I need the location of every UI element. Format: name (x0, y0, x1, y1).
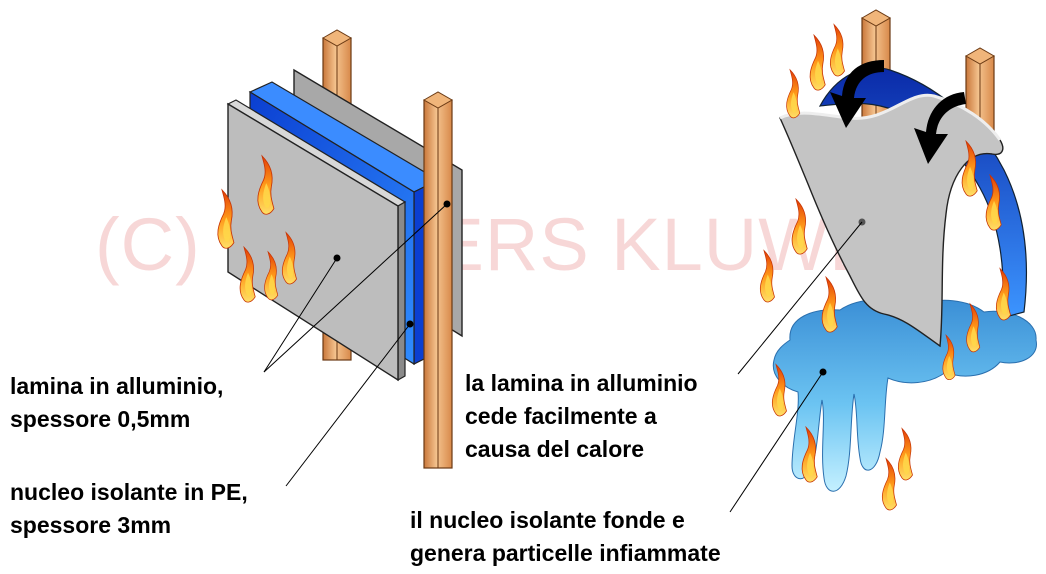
label-pe-core: nucleo isolante in PE, spessore 3mm (10, 476, 248, 542)
label-sheet-yields-line3: causa del calore (465, 436, 644, 462)
label-aluminium-sheet: lamina in alluminio, spessore 0,5mm (10, 370, 223, 436)
failed-panel-assembly (729, 9, 1037, 513)
arrow-icon (830, 60, 966, 164)
label-sheet-yields-line2: cede facilmente a (465, 403, 657, 429)
label-core-melts: il nucleo isolante fonde e genera partic… (410, 504, 721, 570)
label-aluminium-sheet-line2: spessore 0,5mm (10, 406, 191, 432)
label-sheet-yields: la lamina in alluminio cede facilmente a… (465, 367, 698, 466)
label-core-melts-line2: genera particelle infiammate (410, 540, 721, 566)
label-core-melts-line1: il nucleo isolante fonde e (410, 507, 685, 533)
label-pe-core-line2: spessore 3mm (10, 512, 172, 538)
label-aluminium-sheet-line1: lamina in alluminio, (10, 373, 224, 399)
wooden-stud-front (422, 91, 454, 469)
label-pe-core-line1: nucleo isolante in PE, (10, 479, 248, 505)
label-sheet-yields-line1: la lamina in alluminio (465, 370, 698, 396)
intact-panel-assembly (226, 29, 463, 487)
